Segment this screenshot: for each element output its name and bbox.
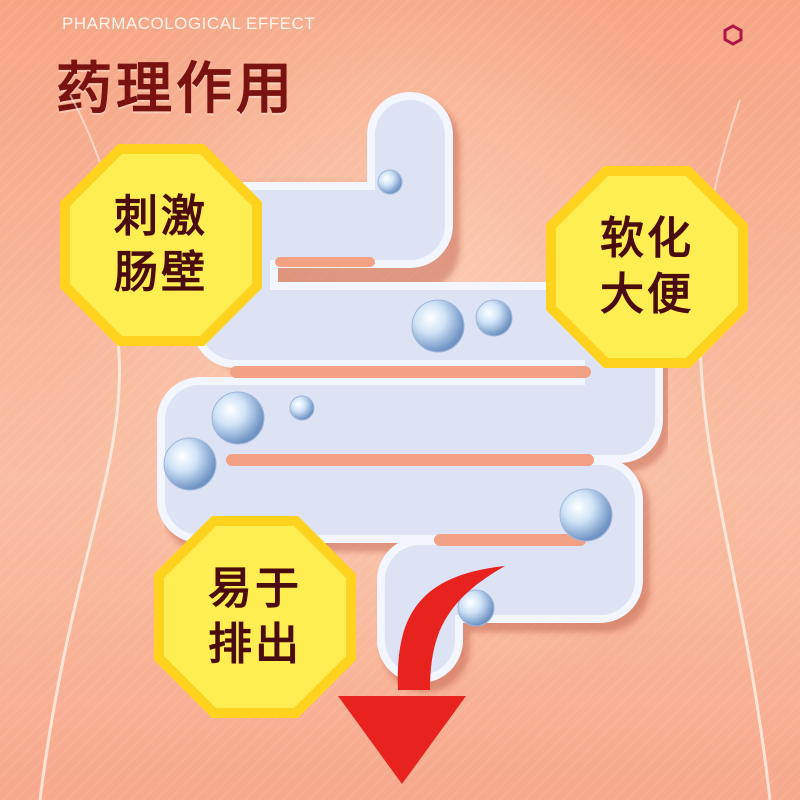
section-subtitle: PHARMACOLOGICAL EFFECT — [62, 14, 316, 33]
badge-easy-to-expel: 易于 排出 — [150, 512, 360, 722]
badge-line: 大便 — [600, 269, 694, 320]
octagon-badge-icon — [154, 516, 356, 718]
down-arrow-icon — [338, 566, 505, 784]
badge-line: 肠壁 — [114, 247, 208, 298]
badge-line: 易于 — [208, 563, 302, 614]
badge-soften-stool: 软化 大便 — [542, 162, 752, 372]
body-outline-left — [38, 339, 122, 800]
badge-line: 排出 — [208, 619, 302, 670]
badge-line: 刺激 — [114, 191, 208, 242]
badge-line: 软化 — [600, 213, 694, 264]
hexagon-icon — [723, 24, 743, 46]
body-outline-right — [698, 329, 772, 800]
section-title: 药理作用 — [56, 57, 296, 122]
bubble-icon — [163, 169, 613, 627]
octagon-badge-icon — [60, 144, 262, 346]
badge-stimulate-intestinal-wall: 刺激 肠壁 — [56, 140, 266, 350]
octagon-badge-icon — [546, 166, 748, 368]
